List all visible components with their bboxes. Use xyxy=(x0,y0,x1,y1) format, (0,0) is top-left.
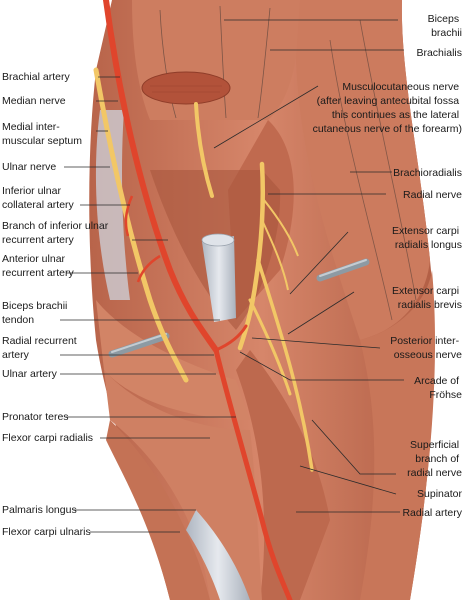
label-brachial-artery: Brachial artery xyxy=(2,71,70,83)
label-radial-artery: Radial artery xyxy=(402,507,462,519)
ulnar-artery-shape xyxy=(213,347,293,600)
superficial-radial-branch xyxy=(256,258,314,472)
label-ulnar-nerve: Ulnar nerve xyxy=(2,161,56,173)
ecrl-shape xyxy=(360,270,436,600)
label-median-nerve: Median nerve xyxy=(2,95,66,107)
supinator-shape xyxy=(236,350,330,600)
label-flexor-carpi-ulnaris: Flexor carpi ulnaris xyxy=(2,526,91,538)
label-pronator-teres: Pronator teres xyxy=(2,411,69,423)
label-branch-inferior-ulnar-recurrent: Branch of inferior ulnar recurrent arter… xyxy=(2,220,111,246)
label-biceps-brachii-tendon: Biceps brachii tendon xyxy=(2,300,70,326)
label-inferior-ulnar-collateral-artery: Inferior ulnar collateral artery xyxy=(2,185,75,211)
label-ulnar-artery: Ulnar artery xyxy=(2,368,58,380)
label-palmaris-longus: Palmaris longus xyxy=(2,504,77,516)
biceps-tendon-shape xyxy=(202,236,236,322)
label-ecr-brevis: Extensor carpi radialis brevis xyxy=(392,285,462,311)
labels-right: Biceps brachii Brachialis Musculocutaneo… xyxy=(313,13,463,519)
leader-lines xyxy=(60,19,404,533)
anterior-ulnar-recurrent-shape xyxy=(136,254,161,283)
label-brachialis: Brachialis xyxy=(416,47,462,59)
radial-nerve-shape xyxy=(237,161,265,351)
distal-tendon xyxy=(186,510,250,600)
biceps-brachii-shape xyxy=(132,0,300,120)
retractor-lateral xyxy=(316,258,370,282)
label-biceps-brachii: Biceps brachii xyxy=(428,13,462,39)
label-superficial-branch-radial-nerve: Superficial branch of radial nerve xyxy=(407,439,462,479)
label-anterior-ulnar-recurrent: Anterior ulnar recurrent artery xyxy=(2,253,75,279)
retractor-medial xyxy=(108,332,170,358)
musculocutaneous-nerve-shape xyxy=(194,102,214,198)
label-medial-intermuscular-septum: Medial inter- muscular septum xyxy=(2,121,82,147)
brachial-artery-shape xyxy=(103,0,219,353)
label-ecr-longus: Extensor carpi radialis longus xyxy=(392,225,462,251)
radial-recurrent-artery-shape xyxy=(214,324,248,352)
label-posterior-interosseous-nerve: Posterior inter- osseous nerve xyxy=(390,335,462,361)
label-musculocutaneous-nerve: Musculocutaneous nerve (after leaving an… xyxy=(313,81,462,135)
label-radial-nerve: Radial nerve xyxy=(403,189,462,201)
labels-left: Brachial artery Median nerve Medial inte… xyxy=(2,71,111,538)
label-brachioradialis: Brachioradialis xyxy=(393,167,462,179)
label-arcade-of-frohse: Arcade of Fröhse xyxy=(414,375,462,401)
label-supinator: Supinator xyxy=(417,488,462,500)
label-flexor-carpi-radialis: Flexor carpi radialis xyxy=(2,432,93,444)
flexor-carpi-radialis-shape xyxy=(104,370,262,600)
label-radial-recurrent-artery: Radial recurrent artery xyxy=(2,335,80,361)
inferior-ulnar-collateral-shape xyxy=(124,195,134,237)
biceps-cut-end xyxy=(141,71,231,105)
brachioradialis-shape xyxy=(296,0,430,340)
posterior-interosseous-branch xyxy=(248,298,292,396)
